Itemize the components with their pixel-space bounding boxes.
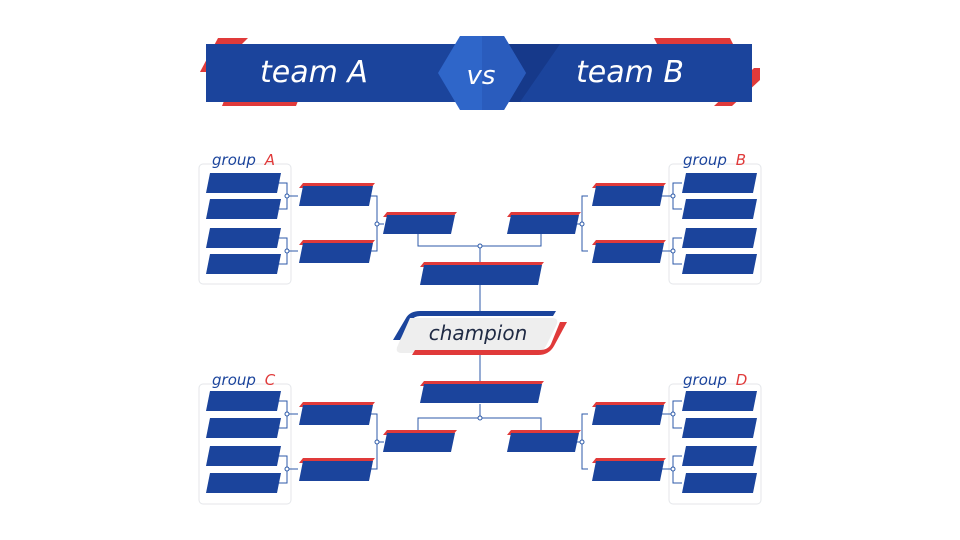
group-d-outline: [668, 383, 762, 505]
round-2-slot-a-top[interactable]: [299, 183, 375, 206]
node: [670, 466, 676, 472]
group-a-team-slot-3[interactable]: [206, 228, 281, 248]
node: [477, 243, 483, 249]
node: [670, 193, 676, 199]
round-2-slot-d-bottom[interactable]: [592, 458, 666, 481]
round-2-slot-c-top[interactable]: [299, 402, 375, 425]
node: [374, 221, 380, 227]
semifinal-slots: [383, 212, 581, 452]
semifinal-slot-a[interactable]: [383, 212, 457, 234]
group-c-title: group C: [212, 371, 276, 389]
semifinal-slot-d[interactable]: [507, 430, 581, 452]
group-a-team-slot-2[interactable]: [206, 199, 281, 219]
group-c-letter: C: [265, 371, 276, 389]
round-2-slot-b-top[interactable]: [592, 183, 666, 206]
group-d-team-slot-3[interactable]: [682, 446, 757, 466]
header-banner: team A vs team B: [200, 36, 760, 110]
group-c-outline: [198, 383, 292, 505]
group-a: group A: [198, 151, 292, 285]
group-d: group D: [668, 371, 762, 505]
slot-body: [507, 215, 579, 234]
node: [477, 415, 483, 421]
group-a-word: group: [212, 151, 256, 169]
round-2-slot-b-bottom[interactable]: [592, 240, 666, 263]
node: [284, 411, 290, 417]
node: [284, 466, 290, 472]
round-2-slots: [299, 183, 666, 481]
connector-nodes: [284, 193, 676, 472]
final-slots: [420, 262, 544, 403]
node: [670, 248, 676, 254]
slot-body: [299, 243, 373, 263]
group-d-team-slot-1[interactable]: [682, 391, 757, 411]
round-2-slot-d-top[interactable]: [592, 402, 666, 425]
group-b-outline: [668, 163, 762, 285]
node: [374, 439, 380, 445]
slot-body: [299, 461, 373, 481]
slot-body: [592, 243, 664, 263]
slot-body: [383, 215, 455, 234]
group-a-slots: [206, 173, 281, 274]
vs-label: vs: [467, 61, 496, 91]
group-d-word: group: [683, 371, 727, 389]
group-a-team-slot-1[interactable]: [206, 173, 281, 193]
slot-body: [592, 405, 664, 425]
slot-body: [383, 433, 455, 452]
group-b-team-slot-3[interactable]: [682, 228, 757, 248]
slot-body: [420, 265, 542, 285]
group-c-team-slot-4[interactable]: [206, 473, 281, 493]
group-b-word: group: [683, 151, 727, 169]
group-b-slots: [682, 173, 757, 274]
group-a-title: group A: [212, 151, 275, 169]
group-b-team-slot-2[interactable]: [682, 199, 757, 219]
node: [284, 193, 290, 199]
champion-blue-swoosh: [393, 311, 556, 340]
group-d-team-slot-2[interactable]: [682, 418, 757, 438]
group-b-title: group B: [683, 151, 746, 169]
champion-badge: champion: [393, 311, 567, 355]
group-c-team-slot-3[interactable]: [206, 446, 281, 466]
group-b: group B: [668, 151, 762, 285]
slot-body: [299, 186, 373, 206]
node: [670, 411, 676, 417]
champion-body: [396, 318, 558, 353]
semifinal-slot-c[interactable]: [383, 430, 457, 452]
slot-body: [592, 186, 664, 206]
group-a-outline: [198, 163, 292, 285]
group-d-letter: D: [736, 371, 748, 389]
slot-body: [420, 384, 542, 403]
vs-hexagon-facet: [482, 36, 526, 110]
final-slot-top[interactable]: [420, 262, 544, 285]
group-c-team-slot-1[interactable]: [206, 391, 281, 411]
node: [579, 439, 585, 445]
group-d-title: group D: [683, 371, 747, 389]
team-b-label: team B: [576, 55, 684, 90]
group-a-team-slot-4[interactable]: [206, 254, 281, 274]
group-b-team-slot-4[interactable]: [682, 254, 757, 274]
group-d-slots: [682, 391, 757, 493]
slot-body: [299, 405, 373, 425]
round-2-slot-a-bottom[interactable]: [299, 240, 375, 263]
slot-body: [592, 461, 664, 481]
group-c-slots: [206, 391, 281, 493]
champion-red-swoosh: [412, 322, 567, 355]
champion-label: champion: [429, 321, 528, 345]
group-a-letter: A: [264, 151, 275, 169]
round-2-slot-c-bottom[interactable]: [299, 458, 375, 481]
group-b-letter: B: [736, 151, 746, 169]
node: [284, 248, 290, 254]
group-d-team-slot-4[interactable]: [682, 473, 757, 493]
team-a-label: team A: [260, 55, 368, 90]
slot-body: [507, 433, 579, 452]
node: [579, 221, 585, 227]
group-c: group C: [198, 371, 292, 505]
final-slot-bottom[interactable]: [420, 381, 544, 403]
group-c-team-slot-2[interactable]: [206, 418, 281, 438]
group-b-team-slot-1[interactable]: [682, 173, 757, 193]
semifinal-slot-b[interactable]: [507, 212, 581, 234]
group-c-word: group: [212, 371, 256, 389]
